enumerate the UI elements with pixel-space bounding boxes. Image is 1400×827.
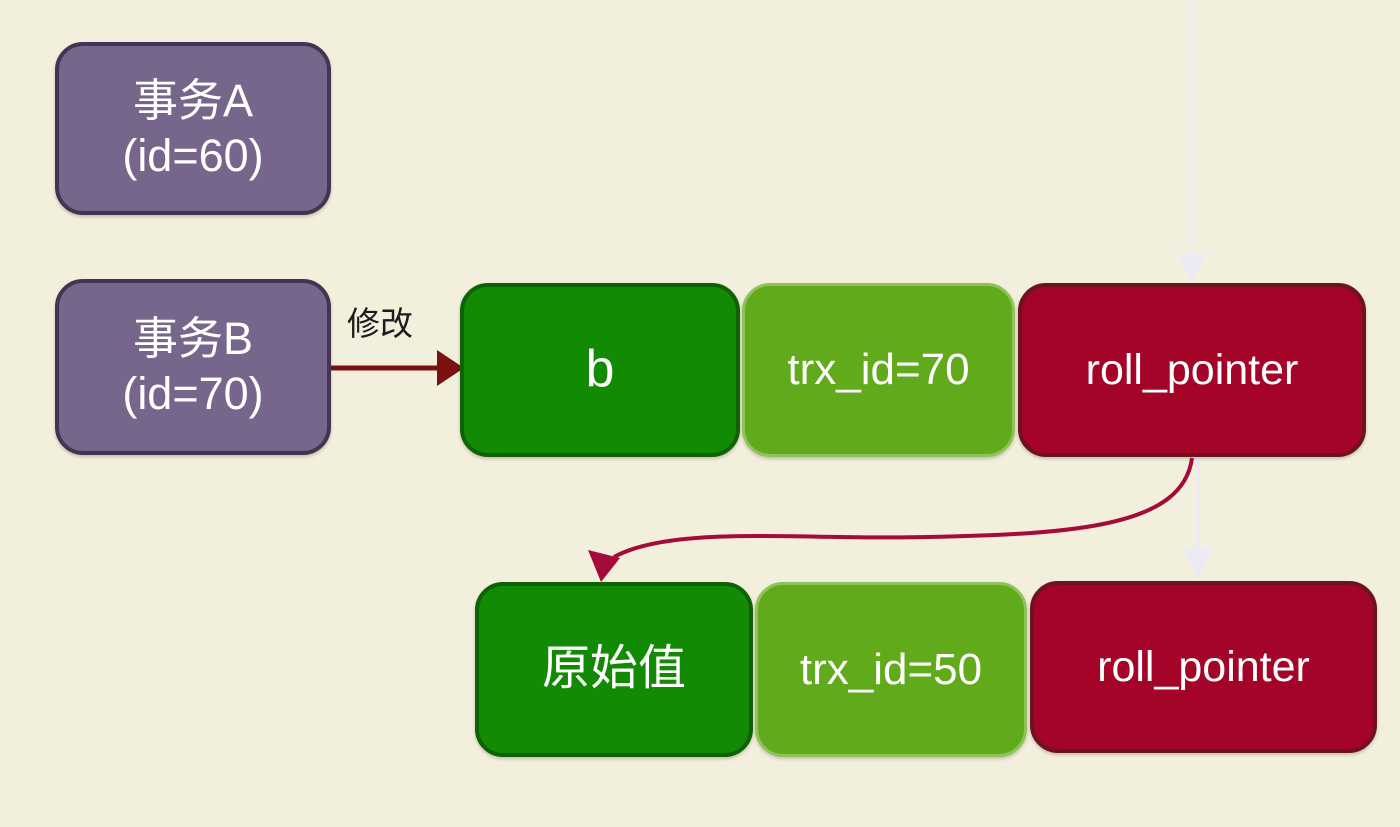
transaction-a-title: 事务A — [132, 74, 253, 126]
undo-version-value-cell: 原始值 — [475, 582, 753, 757]
current-version-value-cell: b — [460, 283, 740, 457]
undo-version-trx-id: trx_id=50 — [799, 644, 983, 694]
undo-version-value: 原始值 — [541, 642, 686, 696]
transaction-a-id: (id=60) — [122, 129, 264, 181]
undo-version-roll-pointer: roll_pointer — [1097, 642, 1310, 691]
roll-pointer-arrowhead-icon — [588, 550, 620, 582]
undo-version-roll-pointer-cell: roll_pointer — [1030, 581, 1377, 753]
transaction-b-title: 事务B — [132, 313, 253, 365]
node-transaction-b: 事务B (id=70) — [55, 279, 331, 455]
node-transaction-a: 事务A (id=60) — [55, 42, 331, 215]
current-version-value: b — [585, 340, 615, 399]
version-chain-arrowhead-top-icon — [1177, 254, 1207, 281]
current-version-trx-id: trx_id=70 — [787, 345, 970, 395]
current-version-roll-pointer: roll_pointer — [1085, 345, 1299, 394]
modify-label: 修改 — [347, 305, 413, 342]
roll-pointer-arrow-curve — [613, 457, 1194, 559]
current-version-roll-pointer-cell: roll_pointer — [1018, 283, 1366, 457]
transaction-b-id: (id=70) — [122, 368, 264, 419]
version-chain-arrowhead-middle-icon — [1183, 548, 1213, 578]
current-version-trx-id-cell: trx_id=70 — [742, 283, 1015, 457]
undo-version-trx-id-cell: trx_id=50 — [755, 582, 1027, 757]
